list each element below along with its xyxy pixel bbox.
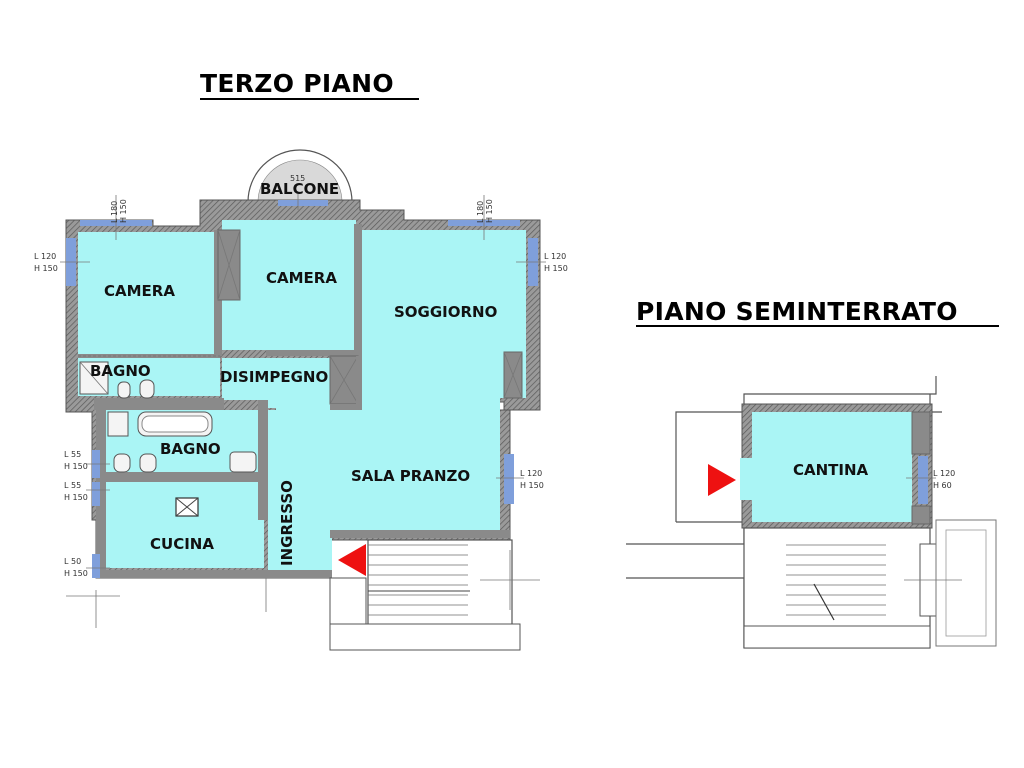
room-disimpegno: DISIMPEGNO (220, 368, 328, 386)
dim-soggiorno-top-l: L 180 (476, 201, 485, 223)
toilet-small-bath (117, 381, 131, 399)
stairwell (66, 539, 540, 651)
dim-cam-left-side-l: L 120 (34, 252, 56, 261)
dim-cucina-top-h: H 150 (64, 493, 88, 502)
room-sala-pranzo: SALA PRANZO (351, 467, 470, 485)
room-bagno-big: BAGNO (160, 440, 221, 458)
seminterrato-plan: CANTINA L 120 H 60 (626, 376, 997, 649)
washbasin-cabinet (107, 411, 129, 437)
room-bagno-small: BAGNO (90, 362, 151, 380)
dim-balcone-mark: 515 (290, 174, 305, 183)
dimension-leaders (60, 194, 546, 569)
room-cucina: CUCINA (150, 535, 214, 553)
dim-soggiorno-side-h: H 150 (544, 264, 568, 273)
dim-pranzo-l: L 120 (520, 469, 542, 478)
room-cantina: CANTINA (793, 461, 869, 479)
balcony-floor-pattern (257, 159, 343, 203)
dim-cam-left-top-h: H 150 (119, 199, 128, 223)
terzo-piano-plan: L 180 H 150 L 180 H 150 L 120 H 150 L 12… (34, 149, 568, 651)
dim-bagno-h: H 150 (64, 462, 88, 471)
room-ingresso: INGRESSO (278, 480, 296, 566)
dim-bagno-l: L 55 (64, 450, 81, 459)
dim-cam-left-top-l: L 180 (110, 201, 119, 223)
entrance-arrow-icon (338, 544, 366, 576)
room-camera-mid: CAMERA (266, 269, 337, 287)
floors (78, 220, 526, 572)
room-balcone: BALCONE (260, 180, 339, 198)
dim-cucina-bot-h: H 150 (64, 569, 88, 578)
dim-cam-left-side-h: H 150 (34, 264, 58, 273)
cantina-entrance-arrow-icon (708, 464, 736, 496)
dim-cantina-h: H 60 (933, 481, 952, 490)
dim-soggiorno-top-h: H 150 (485, 199, 494, 223)
cantina-stairs (743, 519, 997, 649)
dim-soggiorno-side-l: L 120 (544, 252, 566, 261)
title-seminterrato: PIANO SEMINTERRATO (636, 297, 958, 326)
toilet-big-bath (113, 453, 131, 473)
dim-cantina-l: L 120 (933, 469, 955, 478)
title-terzo-piano: TERZO PIANO (200, 69, 394, 98)
room-soggiorno: SOGGIORNO (394, 303, 497, 321)
room-labels-terzo: BALCONE CAMERA CAMERA SOGGIORNO BAGNO DI… (90, 180, 497, 566)
window-dimension-labels: L 180 H 150 L 180 H 150 L 120 H 150 L 12… (34, 174, 568, 578)
fixtures (79, 361, 257, 517)
bidet-small-bath (139, 379, 155, 399)
dim-cucina-top-l: L 55 (64, 481, 81, 490)
dim-pranzo-h: H 150 (520, 481, 544, 490)
cantina-floor (752, 412, 912, 522)
interior-walls (78, 224, 523, 578)
dim-cucina-bot-l: L 50 (64, 557, 81, 566)
washbasin (229, 451, 257, 473)
room-camera-left: CAMERA (104, 282, 175, 300)
bidet-big-bath (139, 453, 157, 473)
